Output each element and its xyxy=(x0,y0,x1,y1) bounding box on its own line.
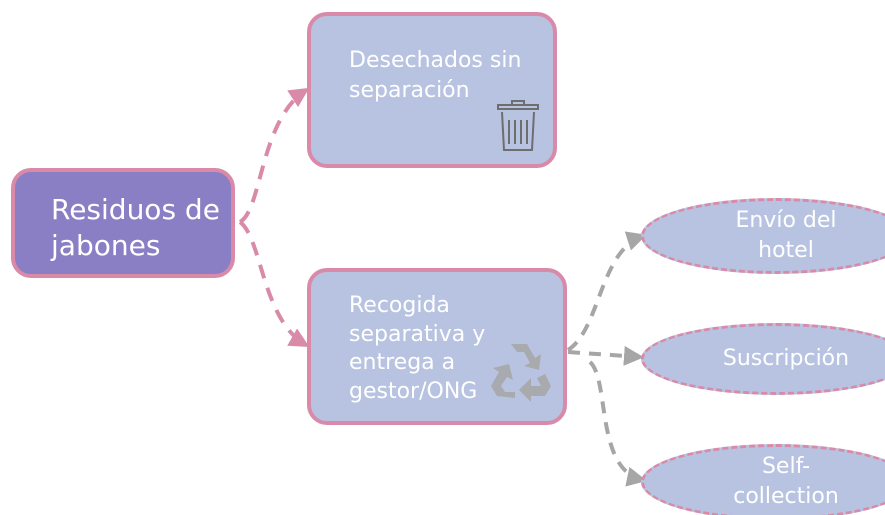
option-subscription: Suscripción xyxy=(641,323,885,395)
node-separated: Recogida separativa y entrega a gestor/O… xyxy=(307,268,567,425)
connector-separated-to-option-2 xyxy=(567,345,644,366)
node-discarded-label: Desechados sin separación xyxy=(349,48,522,103)
node-root: Residuos de jabones xyxy=(11,168,235,278)
connector-separated-to-option-1 xyxy=(566,231,647,352)
connector-separated-to-option-3 xyxy=(588,360,647,487)
option-hotel-shipping: Envío del hotel xyxy=(641,198,885,274)
connector-root-to-discarded xyxy=(238,87,310,224)
node-separated-label: Recogida separativa y entrega a gestor/O… xyxy=(349,293,486,404)
recycle-icon xyxy=(491,344,551,402)
trash-icon xyxy=(497,100,539,151)
connector-root-to-separated xyxy=(238,220,310,347)
option-hotel-shipping-label: Envío del hotel xyxy=(735,208,837,263)
option-subscription-label: Suscripción xyxy=(722,346,850,371)
node-root-label: Residuos de jabones xyxy=(51,193,220,262)
option-self-collection-label: Self- collection xyxy=(733,454,839,509)
option-self-collection: Self- collection xyxy=(641,444,885,515)
